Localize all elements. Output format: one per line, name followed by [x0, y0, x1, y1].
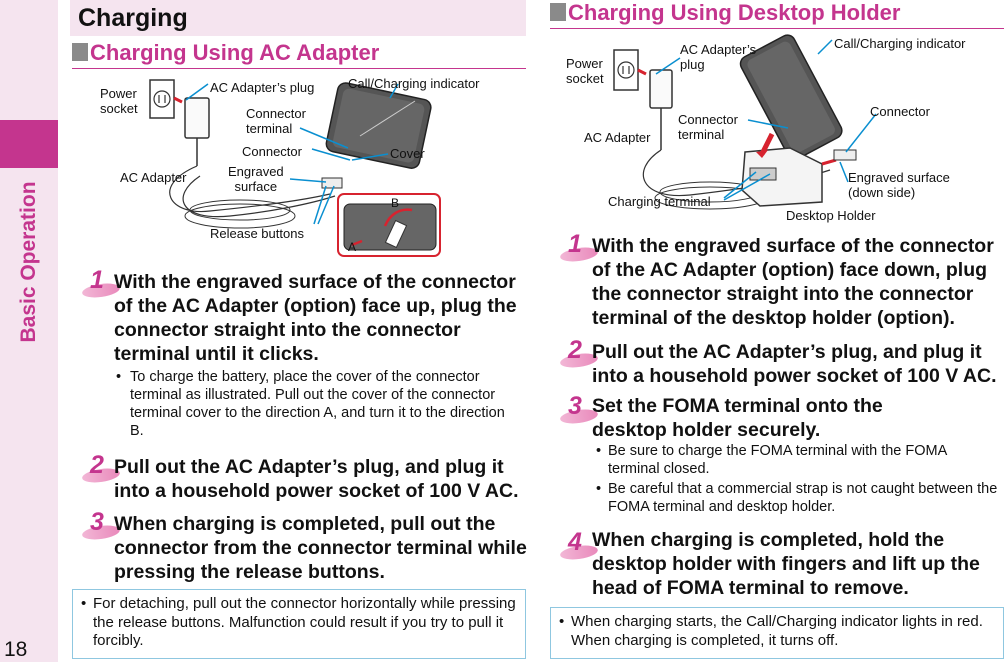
left-note-box: • For detaching, pull out the connector h…	[72, 589, 526, 659]
left-step-1-bullet: To charge the battery, place the cover o…	[130, 369, 505, 439]
ac-adapter-illustration	[149, 79, 441, 257]
right-step-2-text: Pull out the AC Adapter’s plug, and plug…	[592, 341, 997, 387]
step-number-badge: 1	[81, 266, 121, 300]
right-step-4-text: When charging is completed, hold the des…	[592, 529, 980, 599]
right-step-3-text: Set the FOMA terminal onto the desktop h…	[592, 395, 883, 441]
release-buttons-label: Release buttons	[210, 226, 304, 241]
side-strip	[0, 0, 58, 662]
section-marker	[550, 3, 566, 21]
right-step-1-text: With the engraved surface of the connect…	[592, 235, 994, 329]
charging-title-bar	[70, 0, 526, 36]
ac-adapter-label: AC Adapter	[120, 170, 187, 185]
section-marker	[72, 43, 88, 61]
right-section-title: Charging Using Desktop Holder	[568, 0, 901, 25]
bullet-dot: •	[596, 443, 602, 459]
step-number-badge: 2	[81, 451, 121, 485]
chapter-label: Basic Operation	[17, 181, 40, 343]
left-section-rule	[72, 68, 526, 69]
connector-label: Connector	[242, 144, 302, 159]
step-number: 1	[90, 266, 104, 294]
bullet-dot: •	[559, 613, 565, 630]
bullet-dot: •	[596, 481, 602, 497]
direction-a-label: A	[348, 240, 357, 254]
bullet-dot: •	[81, 595, 87, 612]
step-number-badge: 3	[559, 392, 599, 426]
direction-b-label: B	[391, 196, 400, 210]
left-step-2-text: Pull out the AC Adapter’s plug, and plug…	[114, 456, 519, 502]
chapter-tab	[0, 120, 58, 168]
indicator-label: Call/Charging indicator	[348, 76, 480, 91]
left-section-heading: Charging Using AC Adapter	[72, 40, 379, 66]
step-number-badge: 4	[559, 528, 599, 562]
page-title: Charging	[78, 4, 188, 32]
right-note-box: • When charging starts, the Call/Charging…	[550, 607, 1004, 659]
engraved-surface-label: Engraved surface(down side)	[848, 170, 950, 200]
right-section-heading: Charging Using Desktop Holder	[550, 0, 900, 26]
step-number-badge: 1	[559, 230, 599, 264]
left-step-1-text: With the engraved surface of the connect…	[114, 271, 517, 365]
right-step-3-bullet-1: Be sure to charge the FOMA terminal with…	[608, 443, 947, 477]
right-step-3-bullet-2: Be careful that a commercial strap is no…	[608, 481, 998, 515]
right-note-text: When charging starts, the Call/Charging …	[571, 613, 983, 649]
step-number: 3	[568, 392, 582, 420]
step-number: 4	[568, 528, 582, 556]
ac-adapter-label: AC Adapter	[584, 130, 651, 145]
step-number: 2	[568, 336, 582, 364]
left-step-3-text: When charging is completed, pull out the…	[114, 513, 527, 583]
desktop-holder-label: Desktop Holder	[786, 208, 876, 223]
step-number-badge: 3	[81, 508, 121, 542]
step-number: 3	[90, 508, 104, 536]
step-number: 2	[90, 451, 104, 479]
right-section-rule	[550, 28, 1004, 29]
left-section-title: Charging Using AC Adapter	[90, 40, 380, 65]
step-number-badge: 2	[559, 336, 599, 370]
cover-label: Cover	[390, 146, 425, 161]
page-number: 18	[4, 638, 28, 661]
connector-label: Connector	[870, 104, 930, 119]
ac-plug-label: AC Adapter’s plug	[210, 80, 315, 95]
left-note-text: For detaching, pull out the connector ho…	[93, 595, 516, 649]
charging-terminal-label: Charging terminal	[608, 194, 711, 209]
bullet-dot: •	[116, 369, 122, 385]
step-number: 1	[568, 230, 582, 258]
desktop-holder-illustration	[613, 34, 877, 210]
indicator-label: Call/Charging indicator	[834, 36, 966, 51]
